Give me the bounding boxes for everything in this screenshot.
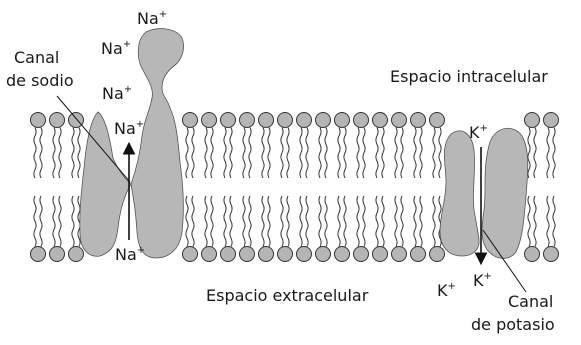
lipid-top-leaflet — [335, 113, 350, 179]
sodium-ion-top: Na+ — [137, 9, 167, 28]
sodium-channel-label-line2: de sodio — [6, 71, 74, 90]
svg-text:Na+: Na+ — [101, 39, 131, 58]
lipid-bottom-leaflet — [183, 196, 198, 262]
lipid-bottom-leaflet — [240, 196, 255, 262]
lipid-bottom-leaflet — [31, 196, 46, 262]
lipid-bottom-leaflet — [354, 196, 369, 262]
lipid-top-leaflet — [278, 113, 293, 179]
svg-text:Na+: Na+ — [102, 84, 132, 103]
lipid-top-leaflet — [411, 113, 426, 179]
sodium-channel-protein — [80, 29, 184, 258]
lipid-bottom-leaflet — [202, 196, 217, 262]
lipid-bottom-leaflet — [221, 196, 236, 262]
sodium-ion-upper: Na+ — [101, 39, 131, 58]
lipid-bottom-leaflet — [297, 196, 312, 262]
potassium-channel-left-subunit — [440, 131, 479, 256]
svg-text:K+: K+ — [437, 281, 456, 300]
sodium-channel-label-line1: Canal — [14, 48, 59, 67]
lipid-top-leaflet — [430, 113, 445, 179]
extracellular-space-label: Espacio extracelular — [206, 286, 369, 305]
sodium-ion-bottom: Na+ — [115, 245, 145, 264]
lipid-top-leaflet — [50, 113, 65, 179]
lipid-bottom-leaflet — [335, 196, 350, 262]
lipid-bottom-leaflet — [259, 196, 274, 262]
svg-text:K+: K+ — [469, 123, 488, 142]
lipid-top-leaflet — [221, 113, 236, 179]
lipid-bottom-leaflet — [373, 196, 388, 262]
lipid-top-leaflet — [354, 113, 369, 179]
svg-text:Na+: Na+ — [137, 9, 167, 28]
lipid-top-leaflet — [373, 113, 388, 179]
lipid-bottom-leaflet — [316, 196, 331, 262]
lipid-bottom-leaflet — [50, 196, 65, 262]
lipid-bottom-leaflet — [411, 196, 426, 262]
lipid-top-leaflet — [31, 113, 46, 179]
potassium-channel-protein — [440, 128, 528, 258]
svg-text:K+: K+ — [473, 271, 492, 290]
lipid-top-leaflet — [183, 113, 198, 179]
lipid-top-leaflet — [297, 113, 312, 179]
svg-text:Na+: Na+ — [114, 119, 144, 138]
lipid-top-leaflet — [259, 113, 274, 179]
potassium-channel-label-line1: Canal — [508, 292, 553, 311]
potassium-ion-top: K+ — [469, 123, 488, 142]
potassium-ion-bottom-right: K+ — [473, 271, 492, 290]
lipid-bottom-leaflet — [392, 196, 407, 262]
lipid-top-leaflet — [69, 113, 84, 179]
potassium-channel-label-line2: de potasio — [471, 315, 555, 334]
potassium-ion-bottom-left: K+ — [437, 281, 456, 300]
lipid-top-leaflet — [392, 113, 407, 179]
lipid-top-leaflet — [544, 113, 559, 179]
lipid-top-leaflet — [316, 113, 331, 179]
sodium-ion-middle: Na+ — [102, 84, 132, 103]
lipid-top-leaflet — [202, 113, 217, 179]
intracellular-space-label: Espacio intracelular — [390, 67, 548, 86]
lipid-top-leaflet — [240, 113, 255, 179]
lipid-bottom-leaflet — [525, 196, 540, 262]
lipid-bottom-leaflet — [544, 196, 559, 262]
lipid-bottom-leaflet — [278, 196, 293, 262]
svg-text:Na+: Na+ — [115, 245, 145, 264]
sodium-ion-channel-top: Na+ — [114, 119, 144, 138]
sodium-channel-right-subunit — [131, 29, 184, 258]
